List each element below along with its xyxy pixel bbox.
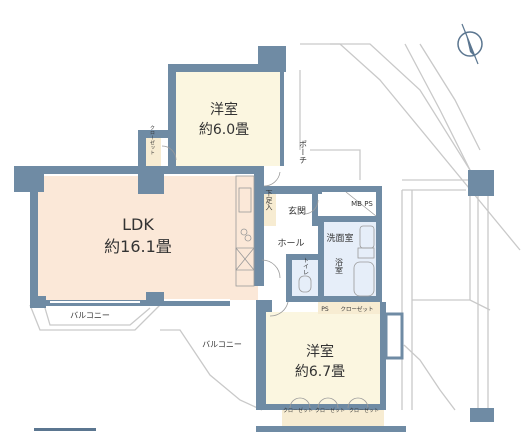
stove-icon bbox=[240, 228, 248, 236]
room-ps-closet bbox=[318, 302, 380, 314]
accent-line bbox=[34, 428, 96, 431]
room-size-ldk: 約16.1畳 bbox=[104, 237, 172, 256]
closet-label-south-1: クローゼット bbox=[283, 407, 313, 414]
washer-icon bbox=[357, 247, 375, 259]
north-arrow-icon bbox=[457, 23, 483, 65]
room-senmen bbox=[320, 222, 378, 260]
door-icon bbox=[263, 171, 281, 187]
door-icon bbox=[161, 145, 177, 161]
room-bath bbox=[324, 260, 378, 300]
stove-icon-2 bbox=[244, 234, 252, 242]
room-name-ldk: LDK bbox=[122, 215, 154, 234]
room-closet-north bbox=[143, 138, 161, 166]
room-size-western-north: 約6.0畳 bbox=[199, 122, 249, 138]
sink-icon bbox=[238, 187, 252, 213]
closet-label-south-2: クローゼット bbox=[315, 407, 345, 414]
room-name-hall: ホール bbox=[277, 238, 304, 249]
room-western-south bbox=[264, 312, 382, 408]
room-hall bbox=[262, 224, 320, 258]
room-name-shitabako: 下足入 bbox=[265, 190, 273, 211]
room-name-western-south: 洋室 bbox=[306, 343, 334, 360]
room-ldk bbox=[38, 176, 258, 300]
room-name-genkan: 玄関 bbox=[288, 205, 306, 217]
room-name-bath: 浴室 bbox=[335, 257, 344, 274]
door-icon bbox=[317, 397, 339, 409]
surroundings bbox=[29, 43, 521, 411]
room-toilet bbox=[292, 258, 320, 296]
fridge-icon bbox=[235, 247, 255, 271]
room-fills bbox=[38, 72, 384, 432]
room-name-mbps: MB PS bbox=[351, 200, 373, 208]
door-icon bbox=[261, 259, 281, 279]
room-shitabako bbox=[262, 194, 276, 226]
door-icon bbox=[289, 397, 311, 409]
closet-label-south-3: クローゼット bbox=[349, 407, 379, 414]
balcony-center-label: バルコニー bbox=[202, 340, 242, 349]
room-western-north bbox=[176, 72, 280, 166]
room-genkan bbox=[278, 194, 314, 224]
door-icon bbox=[347, 397, 369, 409]
door-icon bbox=[269, 301, 289, 317]
room-size-western-south: 約6.7畳 bbox=[295, 364, 345, 380]
room-name-ps: PS bbox=[321, 306, 329, 313]
door-icon bbox=[345, 191, 377, 217]
door-icon bbox=[303, 199, 319, 215]
toilet-icon bbox=[298, 275, 312, 293]
room-name-western-north: 洋室 bbox=[210, 101, 238, 118]
kitchen-counter bbox=[235, 175, 255, 287]
fixtures bbox=[50, 145, 377, 409]
room-name-senmen: 洗面室 bbox=[326, 232, 353, 244]
room-name-toilet: トイレ bbox=[302, 257, 309, 275]
bathtub-icon bbox=[353, 261, 375, 297]
closet-label-ps: クローゼット bbox=[340, 305, 373, 313]
closet-label-north: クローゼット bbox=[149, 125, 155, 155]
room-name-porch: ポーチ bbox=[299, 140, 308, 164]
balcony-left-label: バルコニー bbox=[70, 311, 110, 320]
